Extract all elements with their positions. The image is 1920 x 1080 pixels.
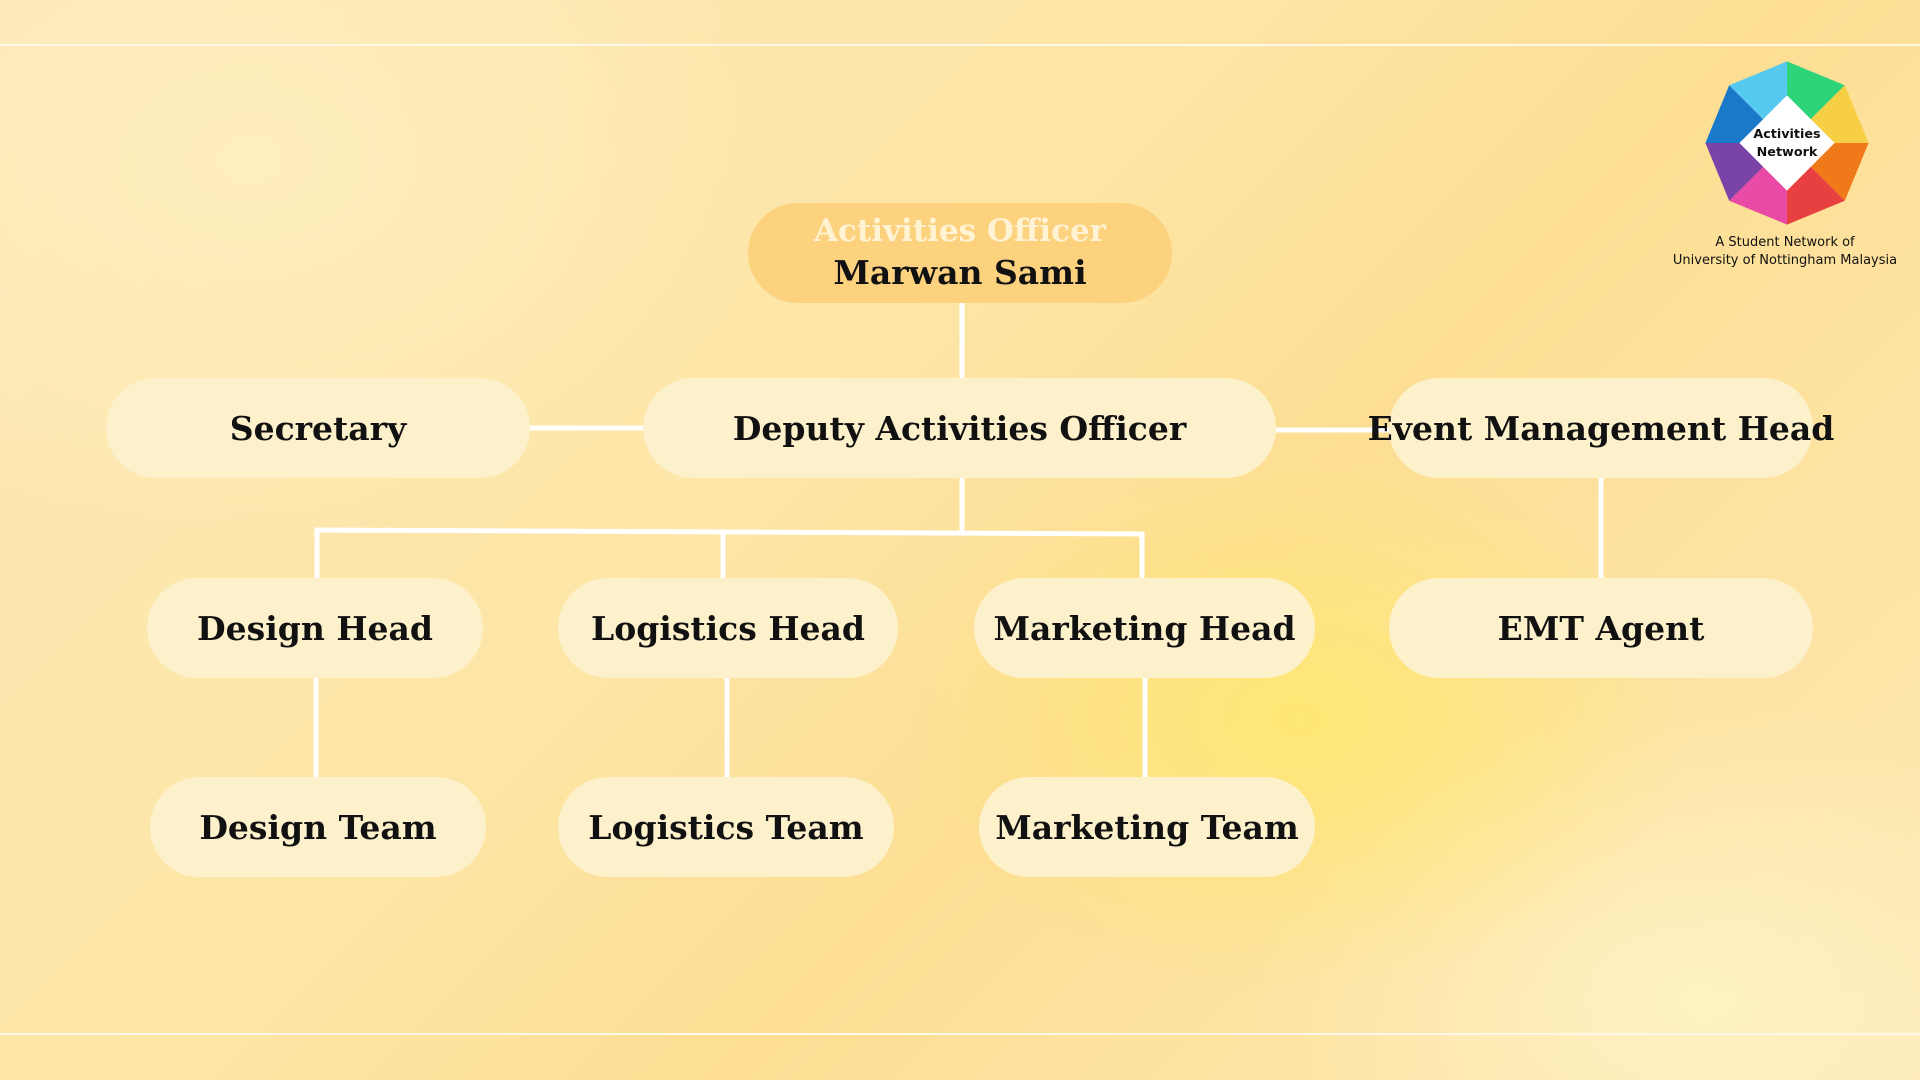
emt-agent-node: EMT Agent	[1389, 578, 1813, 678]
marketing-head-label: Marketing Head	[993, 608, 1296, 648]
design-head-label: Design Head	[197, 608, 433, 648]
event-management-head-node: Event Management Head	[1368, 378, 1834, 478]
design-team-node: Design Team	[150, 777, 486, 877]
emt-agent-label: EMT Agent	[1497, 608, 1705, 648]
logistics-team-label: Logistics Team	[588, 807, 864, 847]
top-divider-line	[0, 44, 1920, 46]
octagon-logo-icon: Activities Network	[1705, 61, 1869, 225]
design-team-label: Design Team	[199, 807, 437, 847]
activities-network-logo: Activities Network A Student Network of …	[1670, 58, 1900, 288]
secretary-label: Secretary	[229, 408, 407, 448]
event-management-head-label: Event Management Head	[1367, 408, 1835, 448]
activities-officer-node: Activities Officer Marwan Sami	[748, 203, 1172, 303]
logo-line-1: Activities	[1753, 127, 1820, 142]
marketing-team-label: Marketing Team	[995, 807, 1299, 847]
connector-heads-bar	[314, 527, 1145, 537]
logistics-head-label: Logistics Head	[591, 608, 865, 648]
deputy-activities-officer-node: Deputy Activities Officer	[643, 378, 1276, 478]
secretary-node: Secretary	[106, 378, 530, 478]
logo-caption-2: University of Nottingham Malaysia	[1672, 253, 1898, 268]
logo-line-2: Network	[1757, 145, 1818, 160]
logistics-team-node: Logistics Team	[558, 777, 894, 877]
activities-officer-name: Marwan Sami	[833, 253, 1087, 292]
bottom-divider-line	[0, 1033, 1920, 1035]
deputy-activities-officer-label: Deputy Activities Officer	[732, 408, 1187, 448]
marketing-head-node: Marketing Head	[974, 578, 1315, 678]
design-head-node: Design Head	[147, 578, 483, 678]
activities-officer-role: Activities Officer	[813, 213, 1107, 249]
logo-caption-1: A Student Network of	[1715, 235, 1855, 250]
marketing-team-node: Marketing Team	[979, 777, 1315, 877]
logistics-head-node: Logistics Head	[558, 578, 898, 678]
